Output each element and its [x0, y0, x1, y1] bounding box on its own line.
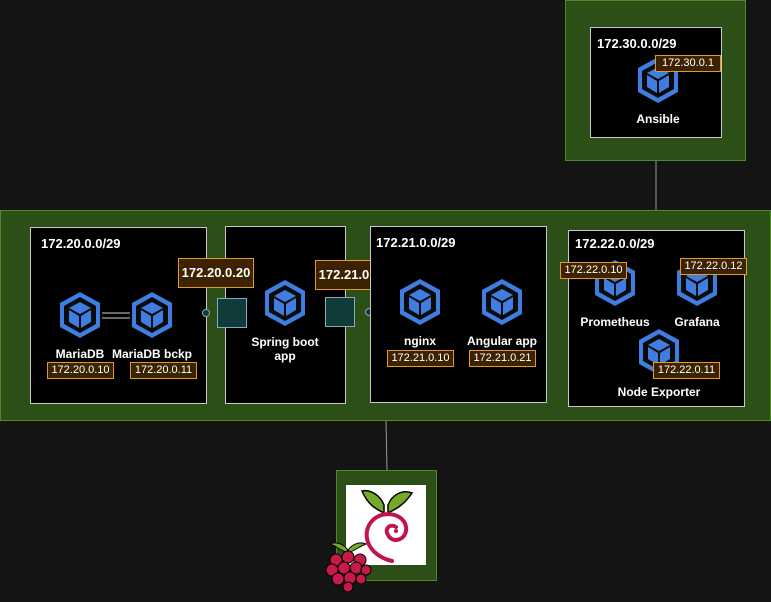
- spring-boot-container-icon[interactable]: [260, 278, 310, 328]
- nginx-ip: 172.21.0.10: [387, 350, 454, 367]
- mariadb-label: MariaDB: [55, 347, 105, 361]
- grafana-ip: 172.22.0.12: [680, 258, 747, 275]
- ansible-ip: 172.30.0.1: [655, 55, 721, 72]
- web-subnet-label: 172.21.0.0/29: [376, 235, 456, 250]
- node-exporter-container-icon[interactable]: [634, 327, 684, 377]
- left-link-port: [202, 309, 210, 317]
- right-network-interface[interactable]: [325, 297, 355, 327]
- prometheus-label: Prometheus: [580, 315, 650, 329]
- spring-boot-label: Spring boot app: [251, 335, 319, 363]
- db-subnet-label: 172.20.0.0/29: [41, 236, 121, 251]
- node-exporter-ip: 172.22.0.11: [653, 362, 720, 379]
- raspberry-icon: [324, 538, 372, 593]
- mariadb-bckp-label: MariaDB bckp: [111, 347, 193, 361]
- mgmt-subnet-label: 172.30.0.0/29: [597, 36, 677, 51]
- app-left-ip: 172.20.0.20: [178, 258, 254, 288]
- mariadb-container-icon[interactable]: [55, 290, 105, 340]
- angular-label: Angular app: [466, 334, 538, 348]
- nginx-container-icon[interactable]: [395, 277, 445, 327]
- ansible-label: Ansible: [636, 112, 680, 126]
- prometheus-ip: 172.22.0.10: [560, 262, 627, 279]
- angular-container-icon[interactable]: [477, 277, 527, 327]
- debian-logo: [346, 485, 426, 565]
- left-network-interface[interactable]: [217, 298, 247, 328]
- monitoring-subnet-label: 172.22.0.0/29: [575, 236, 655, 251]
- db-network-panel: 172.20.0.0/29: [30, 227, 207, 404]
- mariadb-bckp-container-icon[interactable]: [127, 290, 177, 340]
- nginx-label: nginx: [404, 334, 436, 348]
- angular-ip: 172.21.0.21: [469, 350, 536, 367]
- grafana-label: Grafana: [674, 315, 720, 329]
- mariadb-ip: 172.20.0.10: [47, 362, 114, 379]
- node-exporter-label: Node Exporter: [617, 385, 701, 399]
- mariadb-bckp-ip: 172.20.0.11: [130, 362, 197, 379]
